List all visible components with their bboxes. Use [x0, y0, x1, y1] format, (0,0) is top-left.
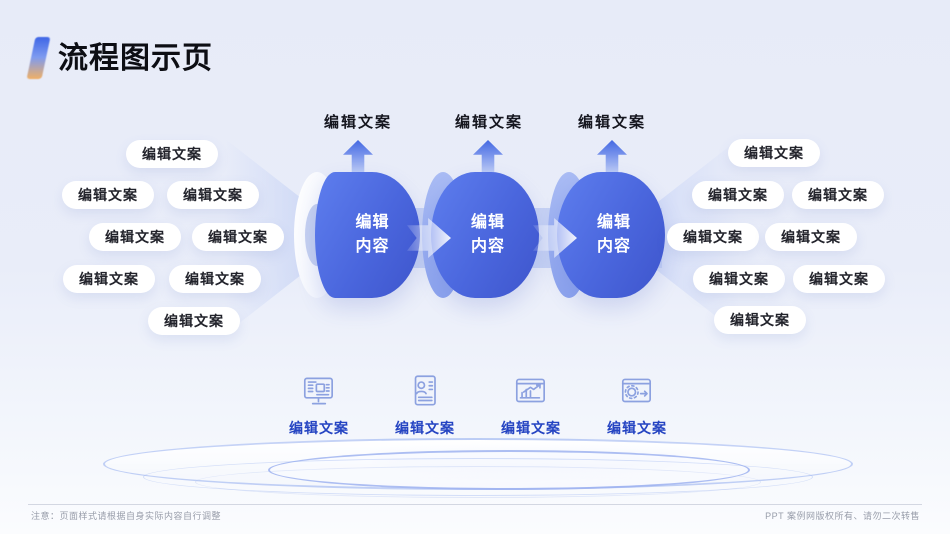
pill-label[interactable]: 编辑文案 — [192, 223, 284, 251]
bottom-item-label[interactable]: 编辑文案 — [501, 420, 561, 436]
stage-top-label[interactable]: 编辑文案 — [323, 114, 392, 131]
bottom-item: 编辑文案 — [584, 371, 690, 438]
gear-window-icon — [621, 378, 651, 403]
bottom-item: 编辑文案 — [372, 371, 478, 438]
pill-label[interactable]: 编辑文案 — [63, 265, 155, 293]
pill-label[interactable]: 编辑文案 — [148, 307, 240, 335]
stage-label[interactable]: 编辑内容 — [355, 214, 390, 255]
footer-divider — [28, 504, 922, 505]
pill-label[interactable]: 编辑文案 — [693, 265, 785, 293]
title-accent-bar — [26, 37, 51, 79]
stage-label[interactable]: 编辑内容 — [596, 214, 631, 255]
pill-label[interactable]: 编辑文案 — [728, 139, 820, 167]
up-arrow-icon — [343, 140, 373, 175]
pill-label[interactable]: 编辑文案 — [765, 223, 857, 251]
page-title[interactable]: 流程图示页 — [58, 42, 213, 75]
monitor-icon — [303, 377, 333, 405]
bottom-item: 编辑文案 — [266, 371, 372, 438]
pill-label[interactable]: 编辑文案 — [62, 181, 154, 209]
pill-label[interactable]: 编辑文案 — [167, 181, 259, 209]
pill-label[interactable]: 编辑文案 — [667, 223, 759, 251]
stage-top-label[interactable]: 编辑文案 — [577, 114, 646, 131]
bottom-item-label[interactable]: 编辑文案 — [395, 420, 455, 436]
pill-label[interactable]: 编辑文案 — [89, 223, 181, 251]
bottom-item-label[interactable]: 编辑文案 — [289, 420, 349, 436]
pill-label[interactable]: 编辑文案 — [793, 265, 885, 293]
pill-label[interactable]: 编辑文案 — [692, 181, 784, 209]
footer-copyright: PPT 案例网版权所有、请勿二次转售 — [765, 511, 920, 521]
chart-window-icon — [515, 378, 545, 403]
cylinder-stage-1: 编辑内容 — [315, 172, 420, 298]
pill-label[interactable]: 编辑文案 — [792, 181, 884, 209]
bottom-item: 编辑文案 — [478, 371, 584, 438]
bottom-feature-row: 编辑文案 编辑文案 编辑文案 编辑文案 — [266, 371, 690, 438]
up-arrow-icon — [473, 140, 503, 175]
platform-ellipse — [195, 466, 761, 498]
cylinder-stage-2: 编辑内容 — [431, 172, 539, 298]
pill-label[interactable]: 编辑文案 — [169, 265, 261, 293]
cylinder-stage-3: 编辑内容 — [557, 172, 665, 298]
up-arrow-icon — [597, 140, 627, 175]
stage-label[interactable]: 编辑内容 — [470, 214, 505, 255]
pill-label[interactable]: 编辑文案 — [126, 140, 218, 168]
footer-note: 注意：页面样式请根据自身实际内容自行调整 — [31, 511, 222, 521]
pill-label[interactable]: 编辑文案 — [714, 306, 806, 334]
stage-top-label[interactable]: 编辑文案 — [454, 114, 523, 131]
bottom-item-label[interactable]: 编辑文案 — [607, 420, 667, 436]
id-card-icon — [414, 375, 436, 406]
